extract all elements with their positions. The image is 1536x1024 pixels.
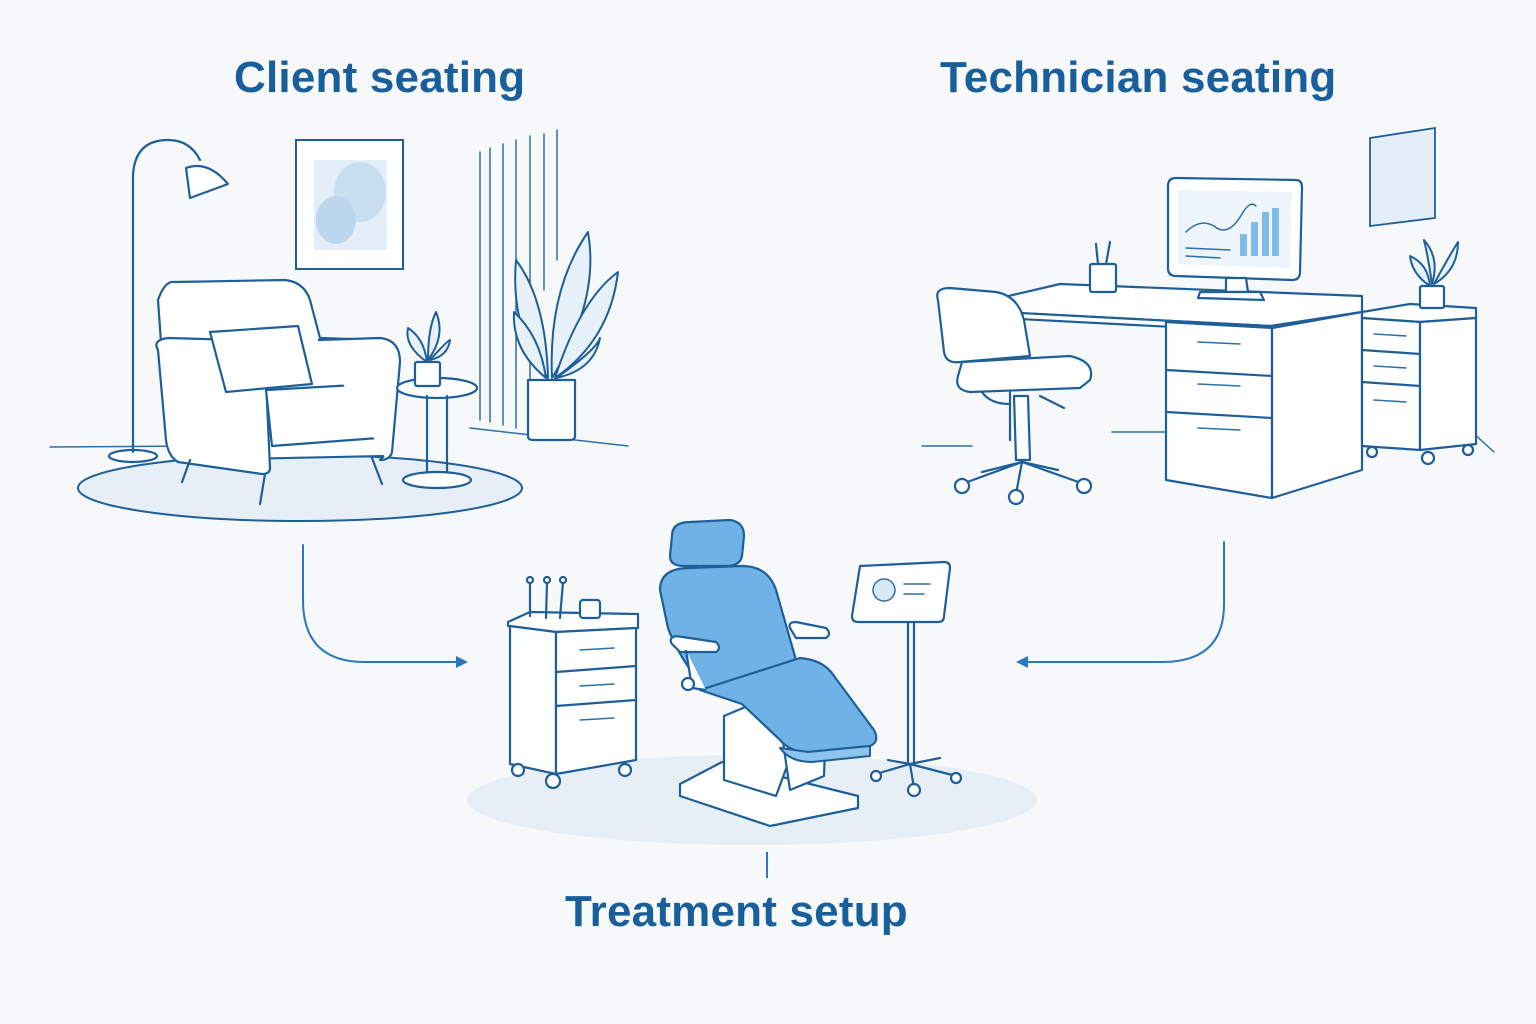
treatment-setup-label: Treatment setup: [565, 887, 908, 936]
treatment-setup-scene: [467, 518, 1037, 845]
technician-seating-scene: [921, 126, 1495, 506]
filing-cabinet-icon: [1360, 239, 1478, 466]
client-seating-scene: [49, 129, 629, 522]
small-plant-icon: [406, 311, 451, 388]
monitor-icon: [1166, 176, 1304, 302]
floor-lamp-icon: [107, 138, 230, 464]
arrow-client-to-treatment: [302, 544, 468, 668]
tablet-stand-icon: [850, 560, 963, 798]
desk-icon: [998, 282, 1364, 500]
tall-plant-icon: [512, 231, 619, 442]
tool-cart-icon: [506, 575, 640, 790]
technician-seating-label: Technician seating: [940, 53, 1337, 102]
office-chair-icon: [936, 286, 1093, 506]
arrow-technician-to-treatment: [1016, 541, 1225, 668]
wall-slats-icon: [479, 129, 558, 431]
client-seating-label: Client seating: [234, 53, 526, 102]
armchair-icon: [155, 278, 402, 506]
wall-art-icon: [295, 139, 404, 270]
treatment-chair-icon: [658, 518, 878, 828]
wall-frame-icon: [1369, 126, 1436, 228]
rug-icon: [77, 454, 523, 522]
pen-cup-icon: [1088, 240, 1118, 294]
